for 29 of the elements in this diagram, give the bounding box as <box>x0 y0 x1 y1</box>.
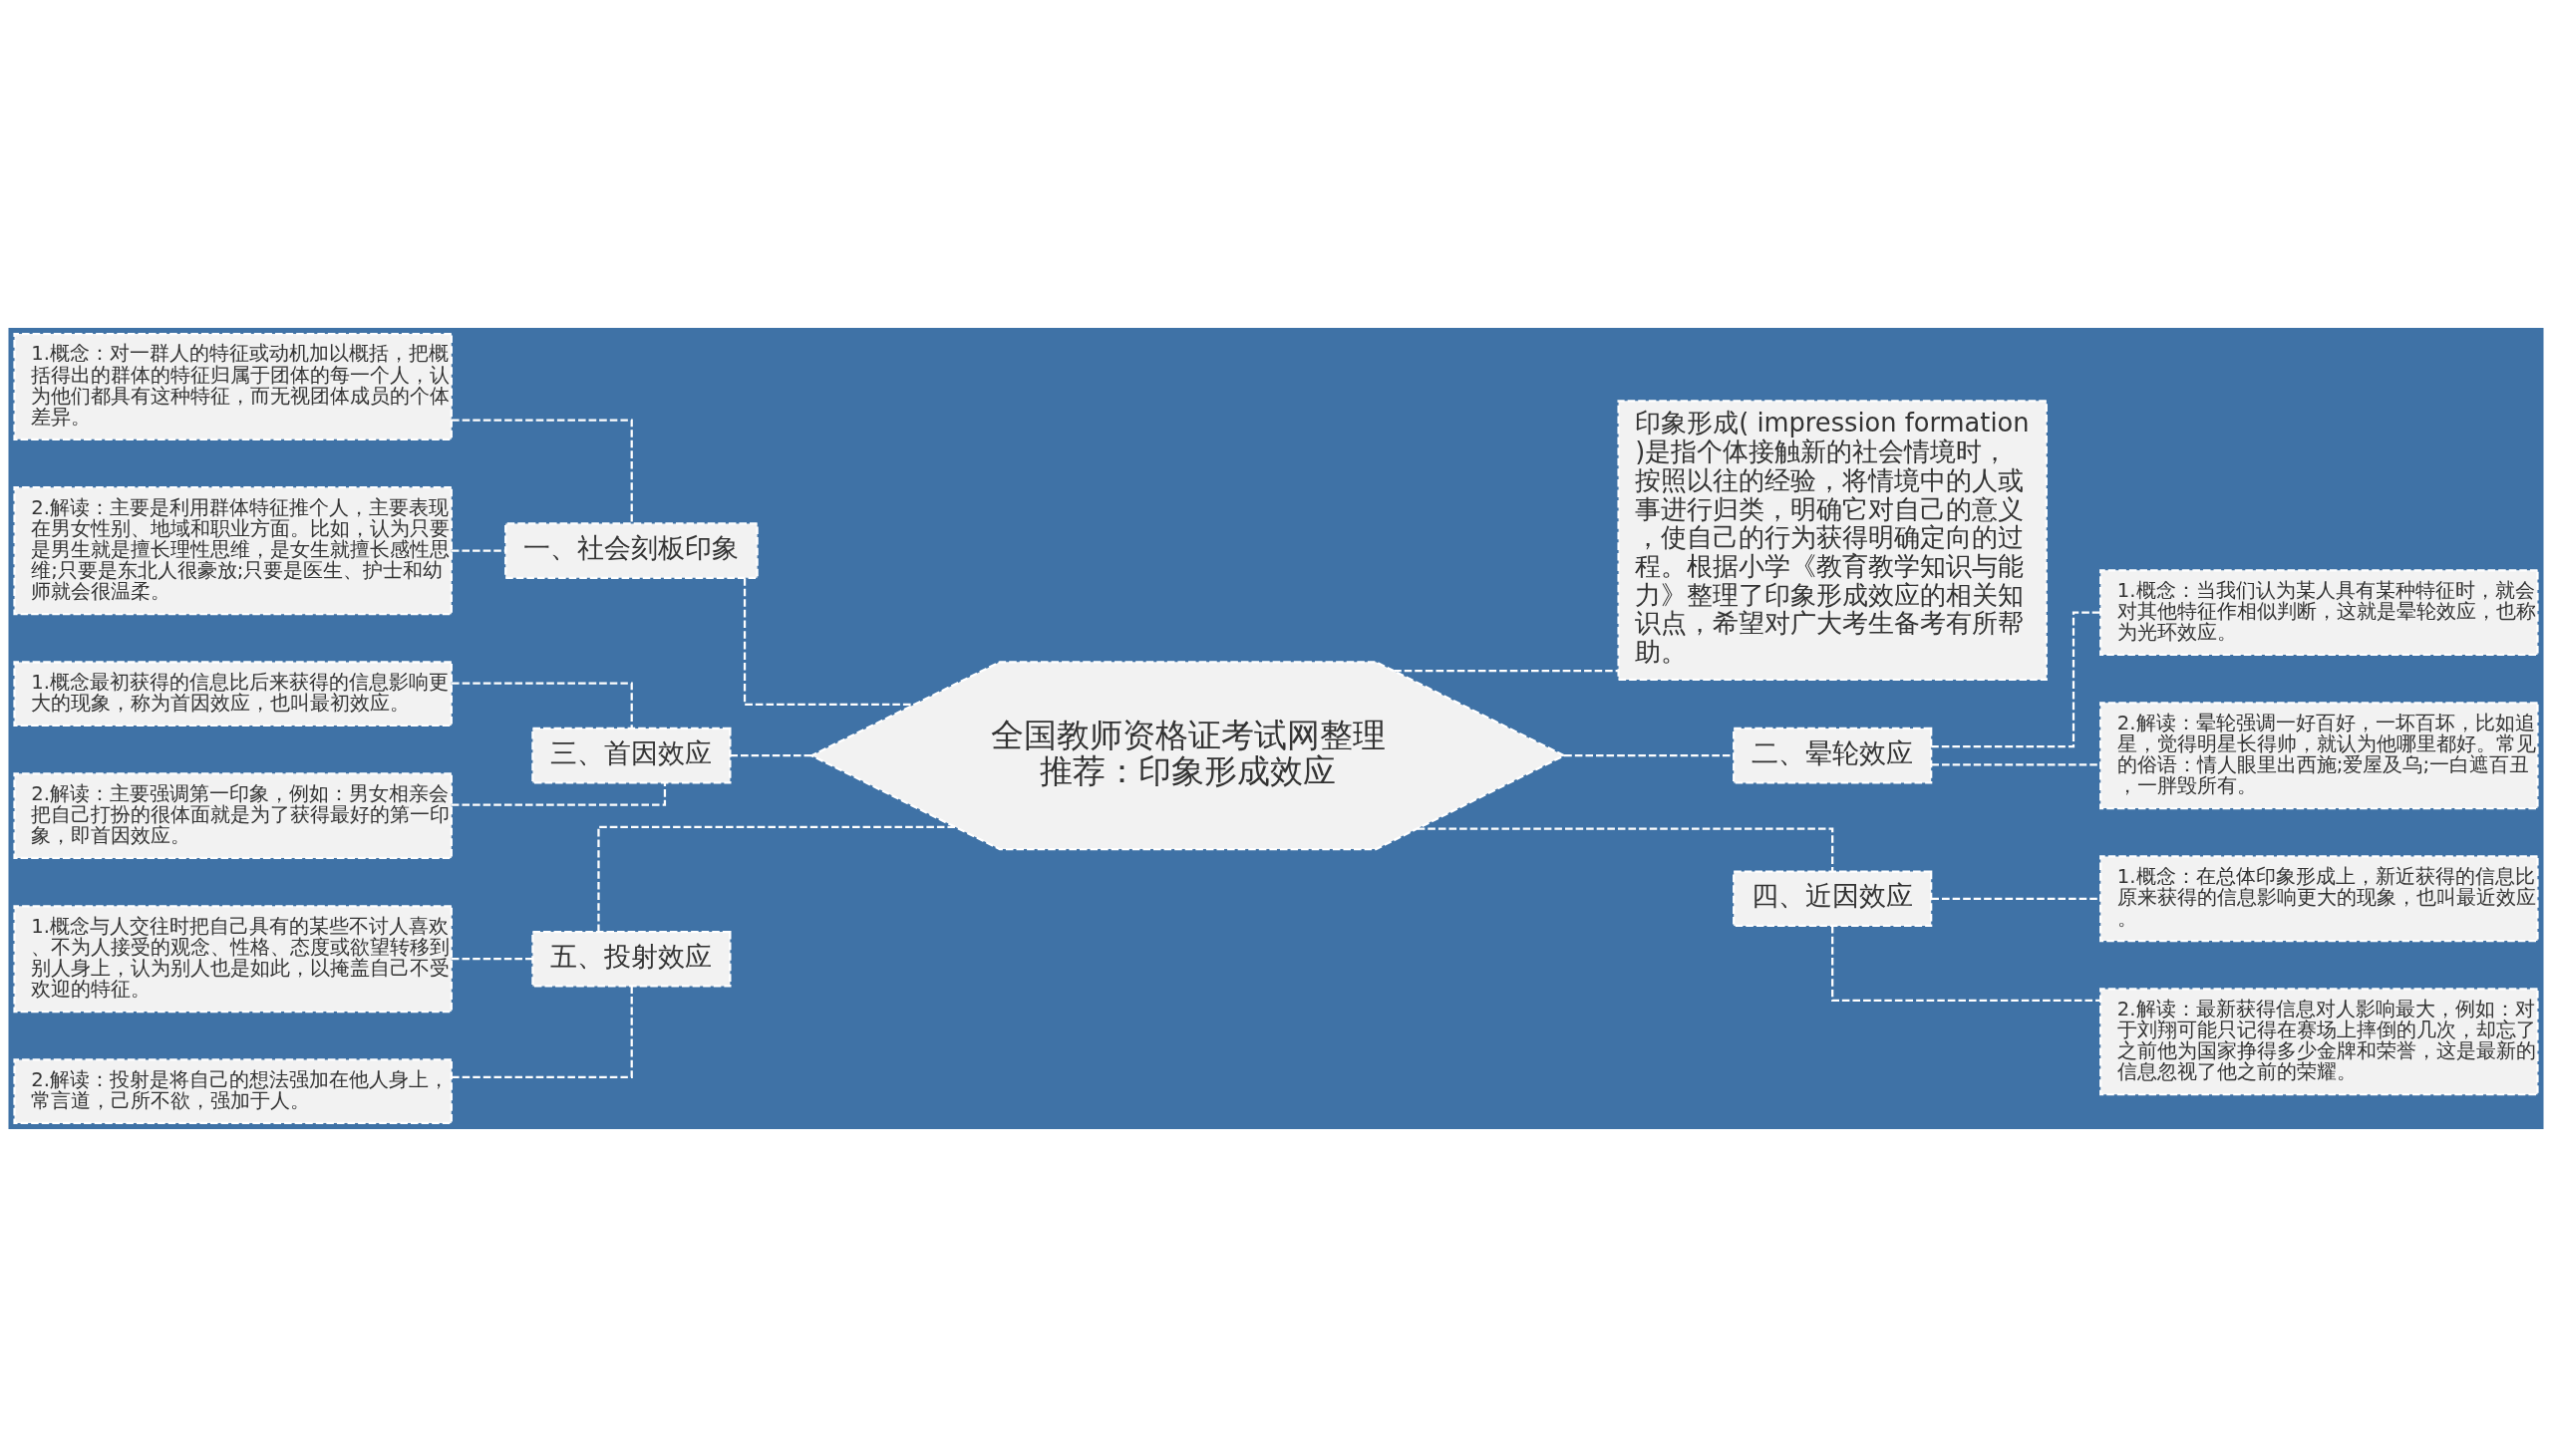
node-box: 二、晕轮效应 <box>1733 727 1933 784</box>
node-box: 2.解读：主要是利用群体特征推个人，主要表现在男女性别、地域和职业方面。比如，认为只要是男生就是擅长理性思维，是女生就擅长感性思维;只要是东北人很豪放;只要是医生、护士和幼师就会很温柔。 <box>13 485 453 615</box>
node-box: 1.概念：在总体印象形成上，新近获得的信息比原来获得的信息影响更大的现象，也叫最近效应。 <box>2099 854 2539 942</box>
node-box: 印象形成( impression formation)是指个体接触新的社会情境时，按照以往的经验，将情境中的人或事进行归类，明确它对自己的意义，使自己的行为获得明确定向的过程。根据小学《教育教学知识与能力》整理了印象形成效应的相关知识点，希望对广大考生备考有所帮助。 <box>1617 399 2048 681</box>
connector <box>452 986 633 1078</box>
connector <box>452 682 633 728</box>
node-box: 一、社会刻板印象 <box>504 521 759 579</box>
connector <box>1564 753 1734 756</box>
connector <box>743 577 914 706</box>
node-box: 1.概念：当我们认为某人具有某种特征时，就会对其他特征作相似判断，这就是晕轮效应，也称为光环效应。 <box>2099 568 2539 656</box>
node-box: 2.解读：晕轮强调一好百好，一坏百坏，比如追星，觉得明星长得帅，就认为他哪里都好。常见的俗语：情人眼里出西施;爱屋及乌;一白遮百丑，一胖毁所有。 <box>2099 701 2539 809</box>
connector <box>452 418 633 523</box>
node-box: 四、近因效应 <box>1733 869 1933 927</box>
connector <box>730 753 811 756</box>
connector <box>1417 826 1834 871</box>
node-box: 1.概念：对一群人的特征或动机加以概括，把概括得出的群体的特征归属于团体的每一个人，认为他们都具有这种特征，而无视团体成员的个体差异。 <box>13 332 453 440</box>
connector <box>451 957 533 960</box>
connector <box>597 825 955 932</box>
node-box: 1.概念最初获得的信息比后来获得的信息影响更大的现象，称为首因效应，也叫最初效应。 <box>13 660 453 727</box>
node-box: 五、投射效应 <box>531 930 732 988</box>
node-box: 2.解读：主要强调第一印象，例如：男女相亲会把自己打扮的很体面就是为了获得最好的第一印象，即首因效应。 <box>13 771 453 859</box>
node-box: 1.概念与人交往时把自己具有的某些不讨人喜欢、不为人接受的观念、性格、态度或欲望转移到别人身上，认为别人也是如此，以掩盖自己不受欢迎的特征。 <box>13 904 453 1013</box>
node-box: 2.解读：最新获得信息对人影响最大，例如：对于刘翔可能只记得在赛场上摔倒的几次，却忘了之前他为国家挣得多少金牌和荣誉，这是最新的信息忽视了他之前的荣耀。 <box>2099 987 2539 1095</box>
connector <box>451 782 667 806</box>
node-box: 三、首因效应 <box>531 727 732 784</box>
node-box: 2.解读：投射是将自己的想法强加在他人身上，常言道，己所不欲，强加于人。 <box>13 1057 453 1124</box>
connector <box>451 549 506 552</box>
connector <box>1831 925 2100 1002</box>
connector <box>1394 669 1619 672</box>
